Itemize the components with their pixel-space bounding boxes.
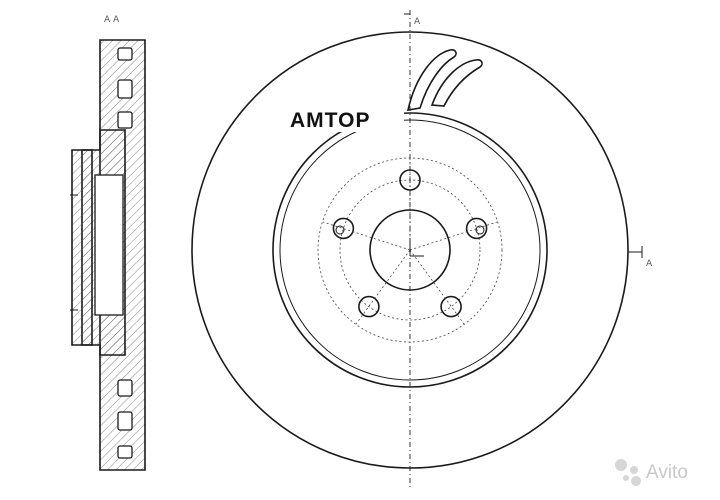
- section-bolt-marks: [70, 194, 78, 311]
- bolt-hole: [358, 295, 380, 318]
- bolt-hole: [440, 295, 462, 318]
- section-mark-top: A: [404, 13, 421, 27]
- watermark-text: Avito: [646, 462, 688, 483]
- section-mark-right: A: [628, 246, 653, 269]
- vent-slots: [406, 49, 483, 111]
- front-view: [191, 10, 629, 490]
- avito-dots-icon: [615, 459, 641, 486]
- section-contour: [99, 40, 146, 470]
- section-hub-cavity: [94, 174, 124, 316]
- pilot-holes: [335, 225, 485, 235]
- section-mount-face: [71, 149, 93, 346]
- bolt-hole: [465, 217, 488, 240]
- section-vents: [117, 47, 133, 459]
- section-mark-right-label: A: [646, 259, 653, 269]
- bolt-hole: [332, 217, 355, 240]
- section-view: A A: [70, 15, 146, 471]
- center-axis: [409, 238, 424, 257]
- watermark: Avito: [615, 459, 688, 486]
- section-mark-top-label: A: [414, 17, 421, 27]
- section-mark-top-left: A A: [104, 15, 120, 25]
- brand-backdrop: [288, 108, 404, 132]
- brand-label: AMTOP: [290, 109, 370, 132]
